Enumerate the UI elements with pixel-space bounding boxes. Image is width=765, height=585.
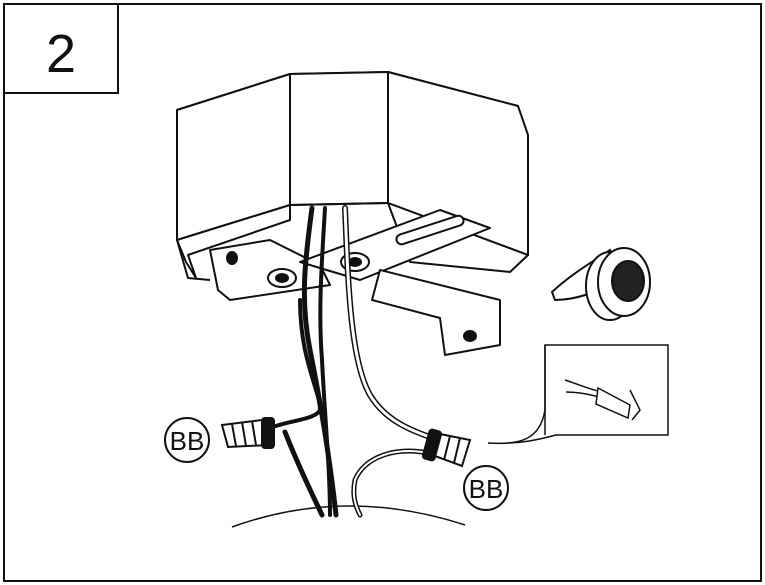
connector-label-right: BB xyxy=(469,474,504,504)
connector-callout-left: BB xyxy=(164,417,210,463)
connector-label-left: BB xyxy=(170,426,205,456)
wire-connector xyxy=(421,428,472,468)
electrical-tape-roll xyxy=(550,247,651,321)
ceiling-surface xyxy=(231,505,466,528)
white-wire-bundle xyxy=(342,205,439,518)
wire-connector xyxy=(220,417,275,449)
black-wire-bundle xyxy=(268,205,339,518)
step-number-box: 2 xyxy=(3,3,119,94)
connector-callout-right: BB xyxy=(463,465,509,511)
step-number: 2 xyxy=(46,24,76,84)
tape-wrap-detail-inset xyxy=(487,344,669,445)
